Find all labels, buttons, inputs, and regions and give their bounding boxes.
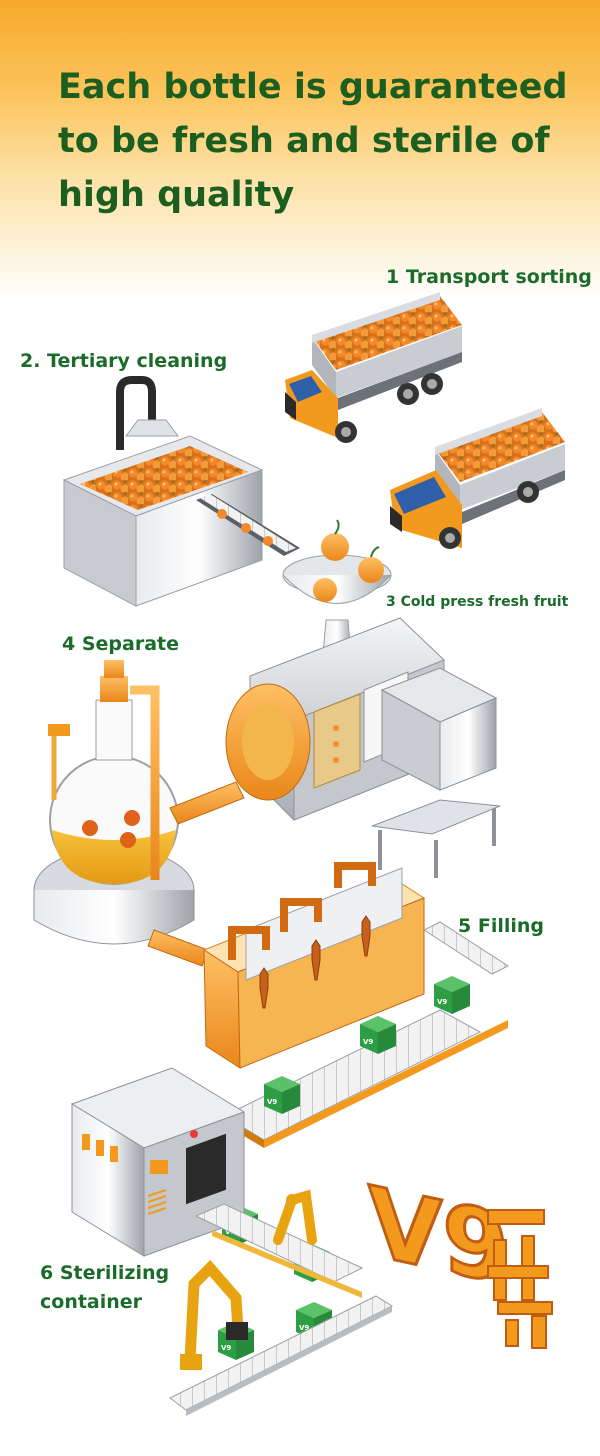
step-4-label: 4 Separate: [62, 633, 179, 655]
step-6-label-line1: 6 Sterilizing: [40, 1262, 170, 1284]
step-6-label-line2: container: [40, 1291, 143, 1313]
washing-tank: [62, 376, 300, 607]
truck-2: [390, 408, 565, 549]
brand-3d-logo: V9: [367, 1164, 553, 1349]
box-brand-label: V9: [299, 1324, 309, 1332]
pipes: [147, 781, 245, 967]
page-headline: Each bottle is guaranteed to be fresh an…: [58, 67, 568, 215]
robot-arm-2: [180, 1259, 248, 1370]
header-gradient: [0, 0, 600, 300]
step-1-label: 1 Transport sorting: [386, 266, 592, 288]
box-brand-label: V9: [267, 1098, 277, 1106]
box-brand-label: V9: [221, 1344, 231, 1352]
cold-press-machine: [225, 519, 501, 878]
step-2-label: 2. Tertiary cleaning: [20, 350, 228, 372]
filling-machine: [202, 862, 426, 1069]
brand-mark-text: V9: [368, 1165, 509, 1307]
step-5-label: 5 Filling: [458, 915, 544, 937]
robot-arm-1: [273, 1189, 317, 1245]
green-box-2: V9: [360, 1016, 396, 1054]
green-box-1: V9: [264, 1076, 300, 1114]
separator-flask: [33, 660, 195, 945]
box-brand-label: V9: [437, 998, 447, 1006]
green-box-3: V9: [434, 976, 470, 1014]
conveyor-belt-lower: [169, 1203, 394, 1416]
sterilizing-machine: [70, 1067, 246, 1257]
box-brand-label: V9: [363, 1038, 373, 1046]
step-3-label: 3 Cold press fresh fruit: [386, 594, 569, 610]
truck-1: [285, 292, 462, 443]
